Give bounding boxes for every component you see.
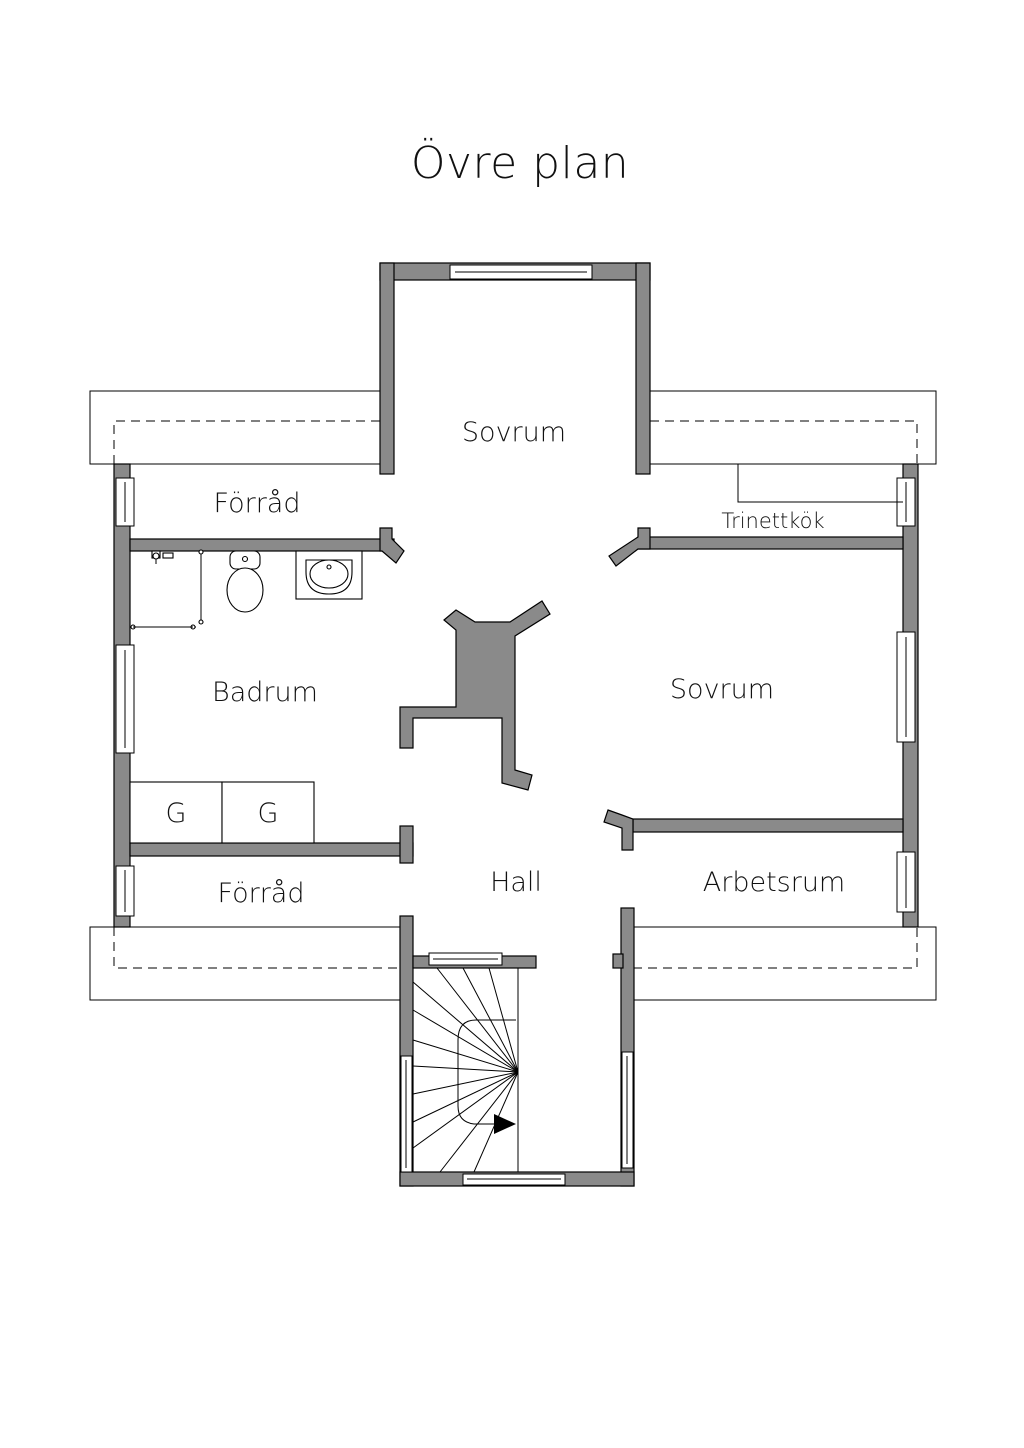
wall-north-left — [379, 262, 395, 475]
roof-eaves — [89, 390, 937, 1001]
wall-north-right — [635, 262, 651, 475]
toilet-icon — [226, 550, 264, 613]
wall-trinett-sovrum — [637, 536, 904, 550]
wall-stub-lr — [603, 809, 634, 851]
label-g1: G — [166, 798, 187, 829]
label-arbetsrum: Arbetsrum — [703, 867, 846, 898]
label-forrad-bottom: Förråd — [218, 878, 305, 909]
shower-head-icon — [151, 550, 174, 564]
stair-arrow-icon — [494, 1114, 516, 1134]
eave-dash-bottom-right — [633, 927, 918, 969]
wall-stub-ul — [379, 527, 405, 564]
chimney — [399, 600, 551, 791]
bathroom-fixtures — [129, 549, 363, 844]
label-g2: G — [258, 798, 279, 829]
wall-badrum-forrad — [129, 842, 414, 857]
eave-bottom-left — [89, 926, 401, 1001]
windows — [115, 264, 916, 1186]
label-badrum: Badrum — [212, 677, 318, 708]
wall-stub-ur — [608, 527, 651, 567]
wall-hall-right-jog — [612, 953, 624, 969]
room-labels: Sovrum Förråd Trinettkök Badrum Sovrum G… — [166, 417, 846, 909]
sink-icon — [295, 550, 363, 600]
cabinet-g2 — [221, 781, 315, 844]
eave-bottom-right — [632, 926, 937, 1001]
wall-forrad-badrum — [129, 538, 395, 552]
wall-stub-ll — [399, 825, 414, 864]
label-forrad-top: Förråd — [214, 488, 301, 519]
plan-title: Övre plan — [410, 138, 630, 189]
eave-top-right — [649, 390, 937, 465]
eave-top-left — [89, 390, 381, 465]
trinettkok-counter — [737, 464, 903, 503]
stair-treads — [412, 967, 519, 1173]
eave-dash-bottom-left — [113, 927, 400, 969]
staircase — [412, 967, 519, 1173]
label-sovrum-top: Sovrum — [462, 417, 566, 448]
wall-sovrum-arbetsrum — [632, 818, 904, 833]
cabinet-g1 — [129, 781, 223, 844]
label-hall: Hall — [490, 867, 542, 898]
label-trinettkok: Trinettkök — [721, 509, 824, 533]
label-sovrum-right: Sovrum — [670, 674, 774, 705]
